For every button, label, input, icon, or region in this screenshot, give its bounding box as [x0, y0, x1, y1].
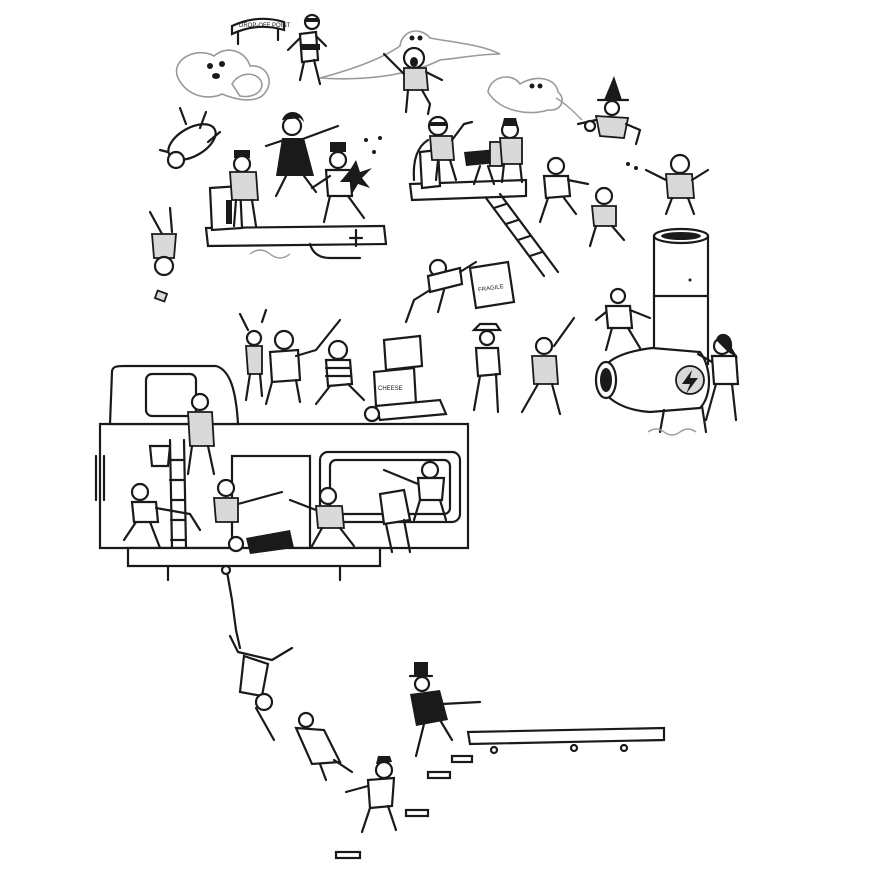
character-sunglasses-rider	[286, 13, 328, 86]
character-police-officer	[229, 150, 259, 228]
crate-label-fragile: FRAGILE	[478, 284, 504, 294]
ghost-cluster-right	[487, 76, 583, 121]
crate-stack: FRAGILE CHEESE	[372, 260, 516, 408]
character-lying-down	[363, 398, 448, 423]
character-cowboy	[471, 322, 503, 414]
train-platform	[126, 546, 382, 582]
character-striped-runner	[314, 339, 366, 406]
character-goggles-scooter	[427, 115, 474, 182]
machine-gun	[464, 141, 508, 186]
character-upside-down	[148, 206, 177, 303]
tall-tube	[652, 227, 710, 366]
dropoff-sign-text: DROP-OFF POINT	[239, 23, 291, 29]
character-sword-fighters	[213, 478, 356, 548]
character-sneezer	[626, 153, 710, 216]
character-muscle-guy	[264, 318, 342, 406]
character-chain-bottom	[344, 756, 398, 834]
character-bat-swinger	[520, 316, 576, 416]
character-bucket-holder	[148, 392, 216, 476]
character-chain-top	[228, 634, 294, 742]
ghost-cluster-left	[175, 49, 270, 101]
character-tube-climber	[594, 287, 652, 352]
dropoff-sign: DROP-OFF POINT	[230, 17, 291, 46]
character-hanging-ladder	[227, 530, 294, 554]
character-flying-kick	[404, 258, 478, 324]
witch-hat-icon	[604, 76, 622, 100]
character-falling-dog	[158, 106, 222, 170]
explosion-burst	[340, 136, 382, 194]
floating-platform-bottom	[466, 726, 666, 755]
ghost-icon	[231, 73, 263, 98]
character-runners-right	[538, 156, 626, 248]
ladder-diagonal	[484, 192, 560, 278]
character-pirate-ladder	[122, 482, 202, 550]
hanging-rope	[220, 564, 242, 650]
character-witch	[576, 76, 642, 146]
character-top-hat-gentleman	[408, 662, 482, 758]
character-chain-middle	[294, 711, 354, 782]
ghost-icon	[487, 76, 563, 114]
stepping-stones	[334, 754, 474, 860]
cannon	[594, 346, 710, 436]
character-window-climber	[378, 460, 448, 554]
character-cannon-woman	[696, 333, 740, 422]
ladder-vertical	[168, 438, 188, 550]
character-gunner	[499, 118, 524, 184]
crate-label-cheese: CHEESE	[378, 386, 403, 392]
character-woman-black-dress	[264, 111, 340, 198]
character-screaming-runner	[382, 46, 444, 116]
character-dancer-left	[238, 308, 268, 402]
floating-platform-left	[204, 184, 388, 260]
lightning-bolt-icon	[682, 370, 698, 394]
